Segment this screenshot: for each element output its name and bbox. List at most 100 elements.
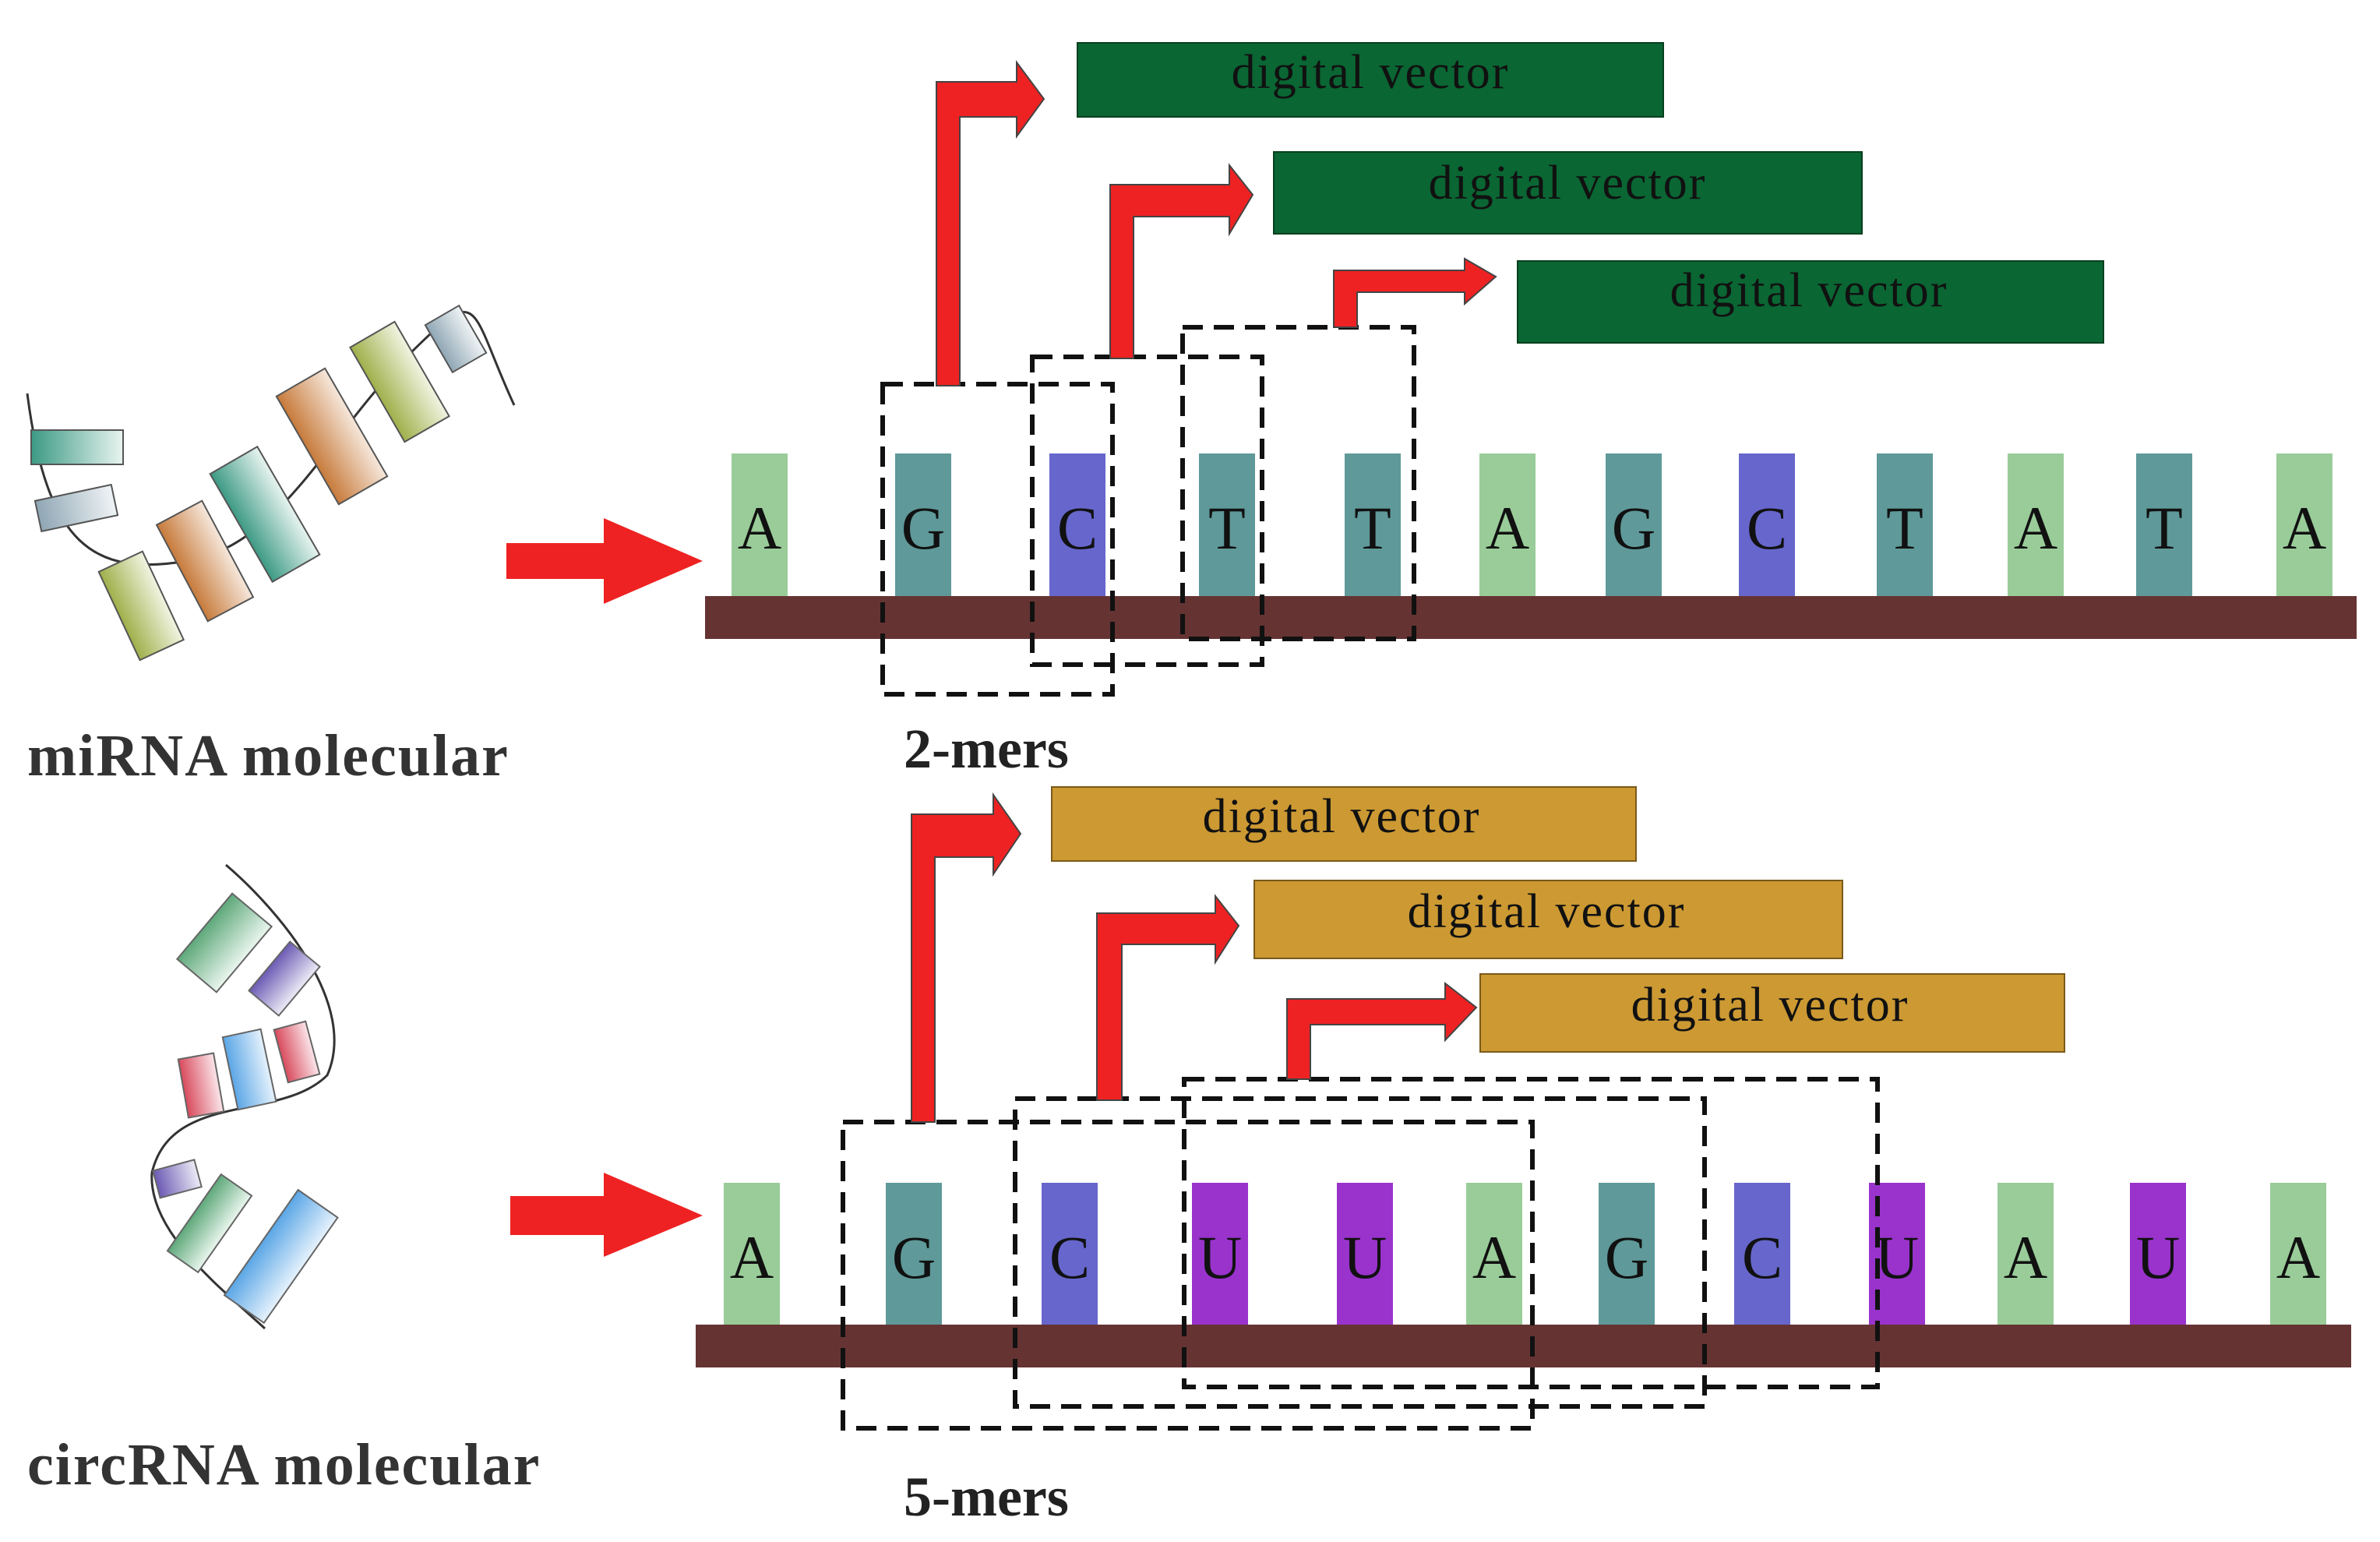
circrna-nucleotide-block bbox=[2270, 1183, 2326, 1325]
circrna-nucleotide-letter: A bbox=[2276, 1223, 2320, 1291]
mirna-nucleotide: G bbox=[895, 453, 951, 596]
mirna-backbone bbox=[26, 311, 516, 566]
circrna-vector-1: digital vector bbox=[1051, 786, 1637, 862]
circrna-connector-arrows bbox=[911, 792, 1478, 1123]
circrna-nucleotide-letter: U bbox=[1875, 1223, 1919, 1291]
mirna-window-3 bbox=[1180, 325, 1416, 641]
mirna-nucleotide-block bbox=[1606, 453, 1662, 596]
mirna-vector-1-label: digital vector bbox=[1232, 46, 1510, 99]
mirna-nucleotide-block bbox=[1199, 453, 1255, 596]
circrna-vector-3: digital vector bbox=[1479, 973, 2065, 1053]
mirna-arrow-1 bbox=[936, 59, 1045, 386]
circrna-nucleotide-block bbox=[1599, 1183, 1655, 1325]
mirna-nucleotide-block bbox=[1739, 453, 1795, 596]
mirna-nucleotide-letter: A bbox=[1486, 494, 1529, 562]
mirna-nucleotide-letter: G bbox=[901, 494, 945, 562]
mirna-nucleotide-letter: G bbox=[1612, 494, 1655, 562]
mirna-nucleotide-block bbox=[1345, 453, 1401, 596]
mirna-nucleotide-letter: T bbox=[1886, 494, 1923, 562]
mirna-nucleotide-block bbox=[1877, 453, 1933, 596]
mirna-kmer-windows bbox=[880, 325, 1416, 697]
mirna-vectors: digital vector digital vector digital ve… bbox=[1077, 42, 2104, 344]
circrna-nucleotide-block bbox=[886, 1183, 942, 1325]
mirna-arrow-2 bbox=[1109, 163, 1254, 359]
circrna-kmer-label: 5-mers bbox=[904, 1466, 1069, 1528]
circrna-vectors: digital vector digital vector digital ve… bbox=[1051, 786, 2065, 1053]
circrna-nucleotide-letter: G bbox=[892, 1223, 936, 1291]
circrna-vector-2: digital vector bbox=[1253, 880, 1843, 959]
circrna-label: circRNA molecular bbox=[27, 1432, 541, 1498]
mirna-nucleotide-block bbox=[1479, 453, 1536, 596]
circrna-nucleotide: A bbox=[1466, 1183, 1522, 1325]
circrna-nucleotide: U bbox=[2130, 1183, 2186, 1325]
mirna-nucleotide: A bbox=[2008, 453, 2064, 596]
mirna-connector-arrows bbox=[936, 59, 1497, 386]
circrna-kmer-windows bbox=[841, 1077, 1880, 1431]
circrna-nucleotide-block bbox=[724, 1183, 780, 1325]
circrna-arrow-2 bbox=[1096, 894, 1240, 1101]
circrna-nucleotide: G bbox=[886, 1183, 942, 1325]
circrna-nucleotide-block bbox=[2130, 1183, 2186, 1325]
circrna-nucleotide-block bbox=[1466, 1183, 1522, 1325]
mirna-nucleotide-block bbox=[1049, 453, 1105, 596]
mirna-nucleotide: G bbox=[1606, 453, 1662, 596]
circrna-nucleotide-letter: A bbox=[730, 1223, 774, 1291]
circrna-arrow-3 bbox=[1286, 981, 1478, 1080]
mirna-arrow-3 bbox=[1333, 257, 1497, 328]
mirna-bases bbox=[30, 304, 488, 662]
mirna-nucleotide-block bbox=[2136, 453, 2192, 596]
circrna-nucleotide: U bbox=[1192, 1183, 1248, 1325]
mirna-nucleotide-letter: C bbox=[1057, 494, 1098, 562]
mirna-nucleotide: C bbox=[1049, 453, 1105, 596]
circrna-nucleotide-block bbox=[1192, 1183, 1248, 1325]
mirna-vector-2: digital vector bbox=[1273, 151, 1863, 235]
mirna-nucleotide: A bbox=[2276, 453, 2332, 596]
mirna-nucleotide-block bbox=[732, 453, 788, 596]
circrna-nucleotide-block bbox=[1997, 1183, 2054, 1325]
circrna-vector-1-label: digital vector bbox=[1203, 790, 1481, 843]
circrna-window-1 bbox=[841, 1120, 1535, 1431]
circrna-vector-3-label: digital vector bbox=[1631, 979, 1909, 1032]
mirna-input-arrow bbox=[506, 518, 703, 604]
circrna-strand bbox=[696, 1325, 2351, 1367]
circrna-nucleotide-letter: A bbox=[1472, 1223, 1516, 1291]
mirna-vector-3: digital vector bbox=[1517, 260, 2104, 344]
mirna-vector-1: digital vector bbox=[1077, 42, 1664, 118]
mirna-nucleotide-letter: A bbox=[2014, 494, 2057, 562]
circrna-bases bbox=[152, 892, 339, 1325]
mirna-window-1 bbox=[880, 382, 1115, 697]
circrna-arrow-1 bbox=[911, 792, 1022, 1123]
circrna-vector-2-label: digital vector bbox=[1408, 885, 1686, 938]
circrna-nucleotide: U bbox=[1337, 1183, 1393, 1325]
mirna-nucleotide-block bbox=[2276, 453, 2332, 596]
mirna-nucleotide: A bbox=[732, 453, 788, 596]
circrna-nucleotide-letter: C bbox=[1742, 1223, 1782, 1291]
mirna-illustration bbox=[26, 304, 516, 662]
circrna-nucleotide-letter: U bbox=[2136, 1223, 2180, 1291]
mirna-nucleotide-block bbox=[895, 453, 951, 596]
mirna-label: miRNA molecular bbox=[27, 723, 509, 789]
circrna-nucleotide: A bbox=[2270, 1183, 2326, 1325]
circrna-nucleotide-block bbox=[1337, 1183, 1393, 1325]
mirna-nucleotide: T bbox=[1199, 453, 1255, 596]
circrna-nucleotide: C bbox=[1042, 1183, 1098, 1325]
mirna-nucleotide-letter: T bbox=[1208, 494, 1246, 562]
mirna-nucleotide-letter: T bbox=[2146, 494, 2183, 562]
circrna-nucleotide: G bbox=[1599, 1183, 1655, 1325]
mirna-strand bbox=[705, 596, 2357, 639]
circrna-nucleotide-block bbox=[1042, 1183, 1098, 1325]
mirna-nucleotide: A bbox=[1479, 453, 1536, 596]
circrna-nucleotide-letter: C bbox=[1049, 1223, 1090, 1291]
mirna-nucleotide-letter: A bbox=[738, 494, 781, 562]
mirna-vector-3-label: digital vector bbox=[1670, 264, 1948, 317]
circrna-nucleotide-letter: A bbox=[2004, 1223, 2047, 1291]
circrna-window-3 bbox=[1182, 1077, 1880, 1389]
circrna-nucleotide-letter: U bbox=[1343, 1223, 1387, 1291]
circrna-nucleotide: C bbox=[1734, 1183, 1790, 1325]
circrna-nucleotide-letter: G bbox=[1605, 1223, 1648, 1291]
mirna-window-2 bbox=[1030, 355, 1264, 667]
mirna-vector-2-label: digital vector bbox=[1429, 157, 1707, 210]
mirna-nucleotide-block bbox=[2008, 453, 2064, 596]
